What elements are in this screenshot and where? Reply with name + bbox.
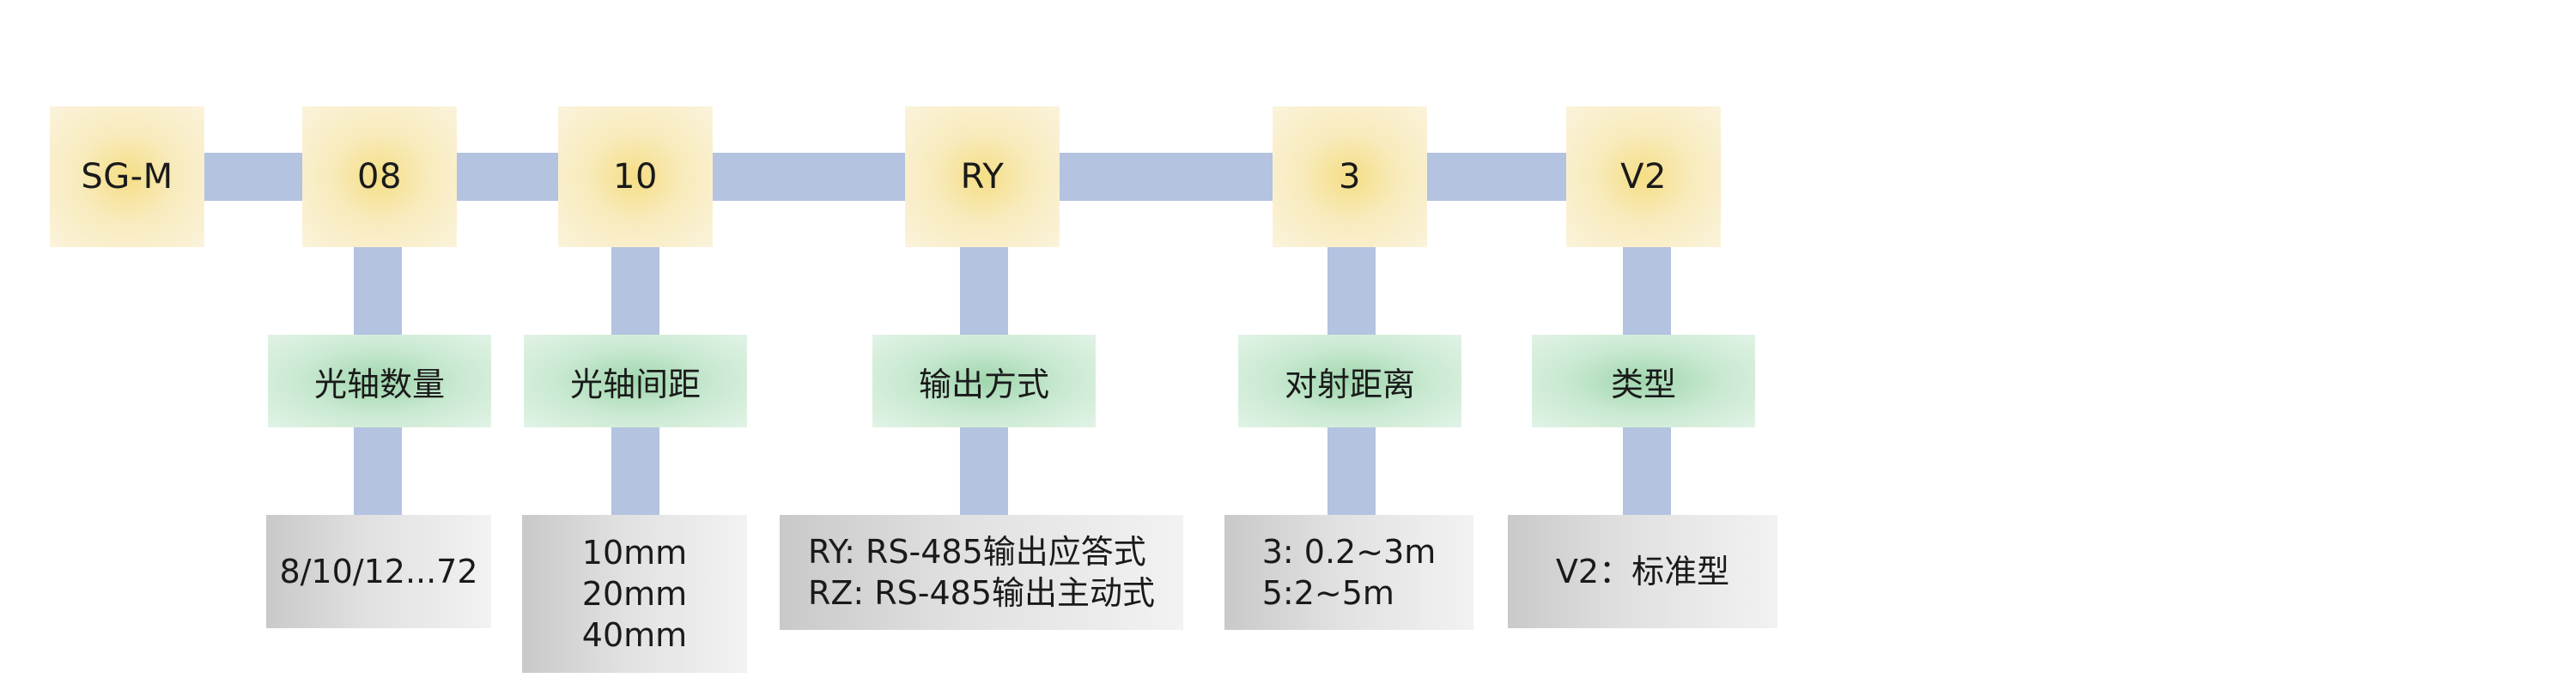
option-box-type: V2：标准型 bbox=[1508, 515, 1777, 628]
code-text: 10 bbox=[613, 157, 658, 197]
code-box-axis-pitch: 10 bbox=[558, 106, 713, 247]
code-box-axis-count: 08 bbox=[302, 106, 457, 247]
label-text: 光轴间距 bbox=[569, 365, 701, 403]
vertical-connector-9 bbox=[1327, 427, 1376, 515]
label-text: 输出方式 bbox=[918, 365, 1049, 403]
label-box-axis-count: 光轴数量 bbox=[268, 335, 491, 427]
option-line: V2：标准型 bbox=[1555, 553, 1730, 590]
vertical-connector-10 bbox=[1623, 427, 1671, 515]
option-line: RY: RS-485输出应答式 bbox=[807, 533, 1146, 571]
option-line: 40mm bbox=[581, 616, 688, 654]
code-text: SG-M bbox=[81, 157, 173, 197]
option-line: RZ: RS-485输出主动式 bbox=[807, 574, 1156, 612]
code-text: V2 bbox=[1620, 157, 1667, 197]
label-text: 类型 bbox=[1610, 365, 1676, 403]
option-line: 10mm bbox=[581, 534, 688, 572]
option-line: 20mm bbox=[581, 575, 688, 613]
label-box-distance: 对射距离 bbox=[1238, 335, 1461, 427]
vertical-connector-8 bbox=[960, 427, 1008, 515]
vertical-connector-4 bbox=[1327, 247, 1376, 335]
vertical-connector-6 bbox=[354, 427, 402, 515]
option-line: 8/10/12...72 bbox=[279, 553, 478, 590]
label-box-type: 类型 bbox=[1532, 335, 1755, 427]
vertical-connector-7 bbox=[611, 427, 659, 515]
code-text: RY bbox=[960, 157, 1005, 197]
vertical-connector-1 bbox=[354, 247, 402, 335]
vertical-connector-5 bbox=[1623, 247, 1671, 335]
vertical-connector-3 bbox=[960, 247, 1008, 335]
code-box-distance: 3 bbox=[1273, 106, 1427, 247]
option-line: 3: 0.2~3m bbox=[1261, 533, 1437, 571]
option-box-axis-count: 8/10/12...72 bbox=[266, 515, 491, 628]
label-text: 光轴数量 bbox=[313, 365, 445, 403]
code-text: 3 bbox=[1339, 157, 1361, 197]
option-box-distance: 3: 0.2~3m 5:2~5m bbox=[1224, 515, 1473, 630]
option-box-output: RY: RS-485输出应答式 RZ: RS-485输出主动式 bbox=[780, 515, 1183, 630]
label-box-axis-pitch: 光轴间距 bbox=[524, 335, 747, 427]
code-box-series: SG-M bbox=[50, 106, 204, 247]
code-text: 08 bbox=[357, 157, 402, 197]
option-box-axis-pitch: 10mm 20mm 40mm bbox=[522, 515, 747, 673]
vertical-connector-2 bbox=[611, 247, 659, 335]
label-box-output: 输出方式 bbox=[872, 335, 1096, 427]
option-line: 5:2~5m bbox=[1261, 574, 1394, 612]
code-box-output: RY bbox=[905, 106, 1060, 247]
label-text: 对射距离 bbox=[1284, 365, 1415, 403]
code-box-type: V2 bbox=[1566, 106, 1721, 247]
